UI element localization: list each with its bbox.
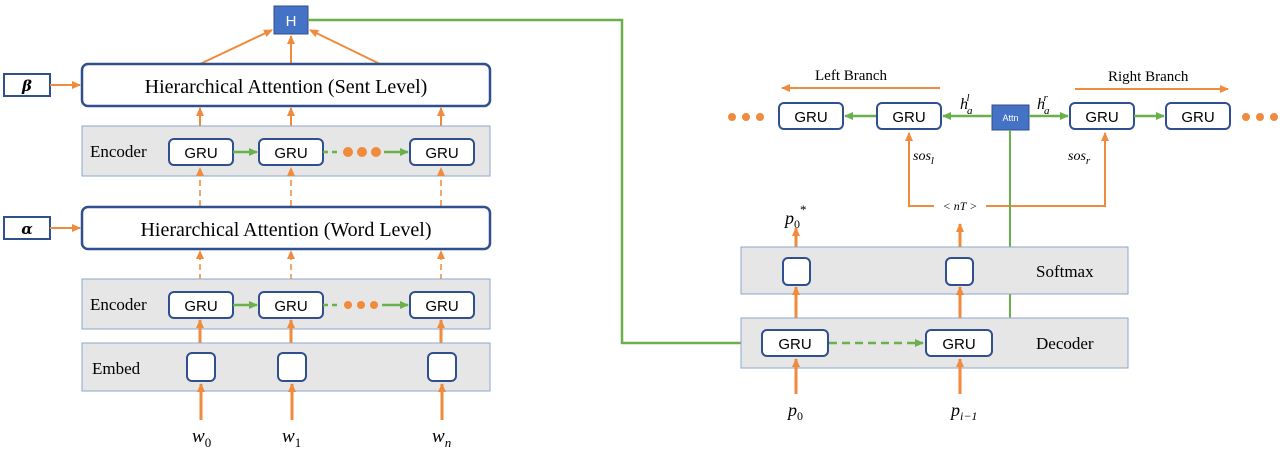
- left-dot-2: [756, 113, 764, 121]
- embed-square-1: [277, 352, 307, 382]
- gru-enc2-1-label: GRU: [274, 145, 307, 162]
- nt-bracket-right: [986, 132, 1109, 207]
- encoder-bottom-label: Encoder: [90, 295, 147, 314]
- gru-enc2-n-label: GRU: [425, 145, 458, 162]
- input-pi: pi−1: [949, 400, 977, 423]
- attn-to-decoder-line: [992, 130, 1011, 344]
- embed-label: Embed: [92, 359, 141, 378]
- word-attention-label: Hierarchical Attention (Word Level): [140, 219, 431, 241]
- gru-left-near-label: GRU: [892, 109, 925, 126]
- softmax-square-0: [782, 257, 811, 286]
- gru-decoder-0-label: GRU: [778, 336, 811, 353]
- left-branch-label: Left Branch: [815, 68, 888, 84]
- input-wn: wn: [432, 426, 451, 450]
- sent-to-h-arrow-left: [199, 29, 273, 65]
- enc1-dot-2: [370, 301, 378, 309]
- gru-left-near: [876, 102, 942, 130]
- input-w1: w1: [282, 426, 301, 450]
- sent-attention-label: Hierarchical Attention (Sent Level): [145, 76, 428, 98]
- h-node: [273, 5, 309, 35]
- alpha-label: α: [21, 220, 33, 238]
- gru-left-far: [778, 102, 844, 130]
- h-to-decoder-connector: [308, 18, 759, 347]
- gru-enc2-n: [409, 138, 475, 166]
- embed-square-n: [427, 352, 457, 382]
- softmax-label: Softmax: [1036, 262, 1094, 281]
- sos-l-label: sosl: [913, 149, 934, 167]
- p0-star-label: p0*: [783, 202, 807, 231]
- gru-enc2-0-label: GRU: [184, 145, 217, 162]
- encoder-top-label: Encoder: [90, 142, 147, 161]
- right-branch-label: Right Branch: [1108, 69, 1189, 85]
- softmax-square-1: [945, 257, 974, 286]
- gru-enc1-1-label: GRU: [274, 298, 307, 315]
- gru-enc1-n-label: GRU: [425, 298, 458, 315]
- gru-enc1-n: [409, 291, 475, 319]
- gru-left-far-label: GRU: [794, 109, 827, 126]
- left-dot-1: [742, 113, 750, 121]
- right-dot-1: [1256, 113, 1264, 121]
- gru-decoder-1: [925, 329, 993, 357]
- gru-decoder-1-label: GRU: [942, 336, 975, 353]
- nt-token-label: < nT >: [943, 199, 978, 213]
- input-w0: w0: [192, 426, 211, 450]
- right-dot-2: [1270, 113, 1278, 121]
- attn-node: [991, 104, 1030, 131]
- gru-right-far: [1165, 102, 1231, 130]
- sent-attention-box: [80, 62, 492, 108]
- h-node-label: H: [286, 13, 297, 30]
- left-dot-0: [728, 113, 736, 121]
- gru-decoder-0: [761, 329, 829, 357]
- enc1-dot-1: [357, 301, 365, 309]
- gru-enc1-0-label: GRU: [184, 298, 217, 315]
- ha-l-label: hal: [960, 92, 973, 117]
- input-p0: p0: [786, 400, 803, 423]
- sos-r-label: sosr: [1068, 149, 1091, 167]
- enc2-dot-1: [357, 147, 367, 157]
- gru-right-far-label: GRU: [1181, 109, 1214, 126]
- embed-square-0: [186, 352, 216, 382]
- beta-label: β: [21, 77, 32, 95]
- ha-r-label: har: [1037, 92, 1050, 117]
- sent-to-h-arrow-right: [309, 29, 381, 65]
- enc1-dot-0: [344, 301, 352, 309]
- word-attention-box: [80, 205, 492, 251]
- decoder-label: Decoder: [1036, 334, 1094, 353]
- nt-bracket-left: [905, 132, 934, 207]
- enc2-dot-2: [371, 147, 381, 157]
- gru-right-near-label: GRU: [1085, 109, 1118, 126]
- right-dot-0: [1242, 113, 1250, 121]
- enc2-dot-0: [343, 147, 353, 157]
- attn-label: Attn: [1002, 113, 1018, 123]
